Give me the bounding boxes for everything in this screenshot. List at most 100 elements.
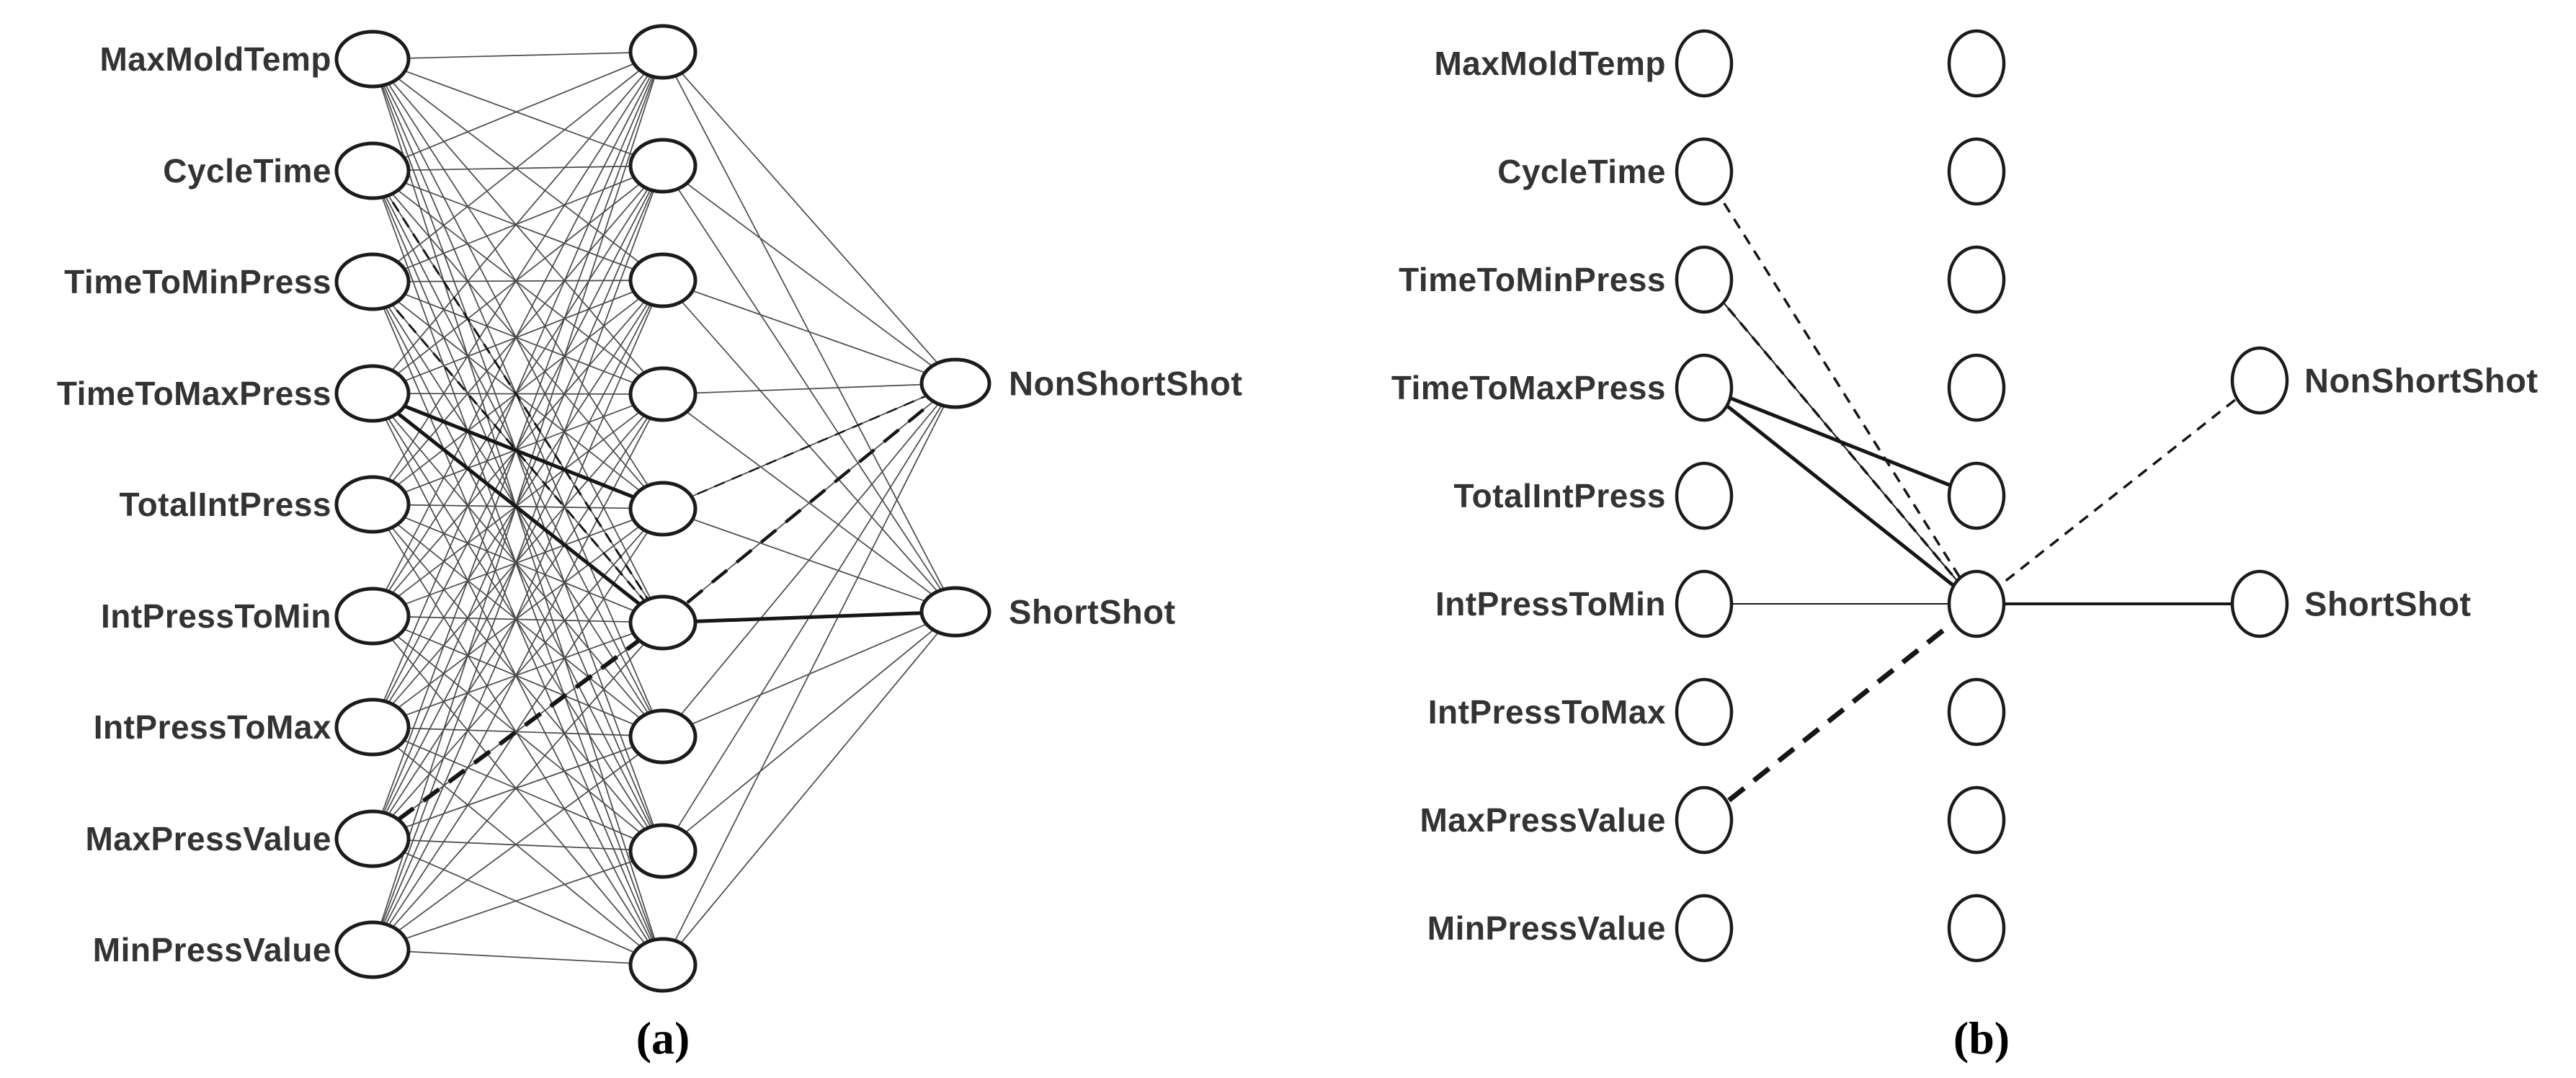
input-label: MaxMoldTemp: [99, 40, 331, 78]
input-label: MinPressValue: [1427, 909, 1666, 947]
input-node: [334, 809, 411, 868]
input-label: IntPressToMin: [101, 597, 331, 635]
mesh-edge: [662, 383, 956, 737]
pruned-edge: [1975, 379, 2261, 605]
input-node: [1675, 677, 1734, 747]
input-node: [334, 30, 411, 89]
mesh-edge: [372, 51, 664, 505]
hidden-node: [628, 24, 698, 80]
mesh-edge: [372, 393, 664, 737]
output-label: ShortShot: [1009, 592, 1176, 631]
hidden-node: [628, 937, 698, 993]
hidden-node: [628, 138, 698, 194]
hidden-node: [1947, 461, 2006, 530]
mesh-edge: [372, 51, 664, 617]
input-node: [334, 920, 411, 979]
mesh-edge: [372, 615, 664, 852]
mesh-edge: [372, 393, 664, 617]
input-node: [1675, 569, 1734, 638]
output-label: NonShortShot: [2304, 361, 2539, 399]
hidden-node: [1947, 677, 2006, 747]
output-node: [2230, 569, 2289, 638]
mesh-edge: [372, 51, 664, 950]
mesh-edge: [372, 508, 664, 839]
panel-caption: (b): [1953, 1012, 2010, 1064]
mesh-edge: [372, 51, 664, 728]
mesh-edge: [372, 58, 664, 395]
input-label: IntPressToMin: [1435, 585, 1666, 623]
pruned-edge: [1703, 171, 1978, 605]
mesh-edge: [372, 165, 664, 172]
input-label: MinPressValue: [93, 931, 331, 968]
mesh-edge: [372, 726, 664, 737]
mesh-edge: [372, 838, 664, 966]
emphasized-edge: [371, 392, 664, 624]
input-node: [1675, 245, 1734, 314]
hidden-node: [628, 594, 698, 651]
mesh-edge: [372, 622, 664, 728]
mesh-edge: [372, 58, 664, 623]
input-label: IntPressToMax: [1428, 693, 1666, 731]
hidden-node: [628, 823, 698, 879]
hidden-node: [1947, 894, 2006, 963]
output-node: [919, 357, 991, 409]
input-node: [334, 364, 411, 423]
output-node: [919, 586, 991, 638]
hidden-node: [1947, 569, 2006, 638]
mesh-edge: [372, 170, 664, 966]
mesh-edge: [372, 170, 664, 395]
output-label: ShortShot: [2304, 584, 2472, 623]
hidden-node: [1947, 353, 2006, 422]
mesh-edge: [662, 383, 956, 623]
emphasized-edge: [372, 391, 664, 511]
mesh-edge: [372, 615, 664, 966]
mesh-edge: [372, 51, 664, 839]
input-label: TimeToMinPress: [1399, 261, 1666, 298]
input-node: [334, 698, 411, 757]
input-label: MaxPressValue: [85, 820, 331, 858]
mesh-edge: [372, 504, 664, 737]
mesh-edge: [372, 508, 664, 950]
hidden-node: [1947, 29, 2006, 98]
mesh-edge: [372, 165, 664, 950]
mesh-edge: [372, 165, 664, 282]
mesh-edge: [372, 393, 664, 852]
mesh-edge: [662, 611, 956, 966]
mesh-edge: [372, 51, 664, 282]
mesh-edge: [372, 850, 664, 950]
mesh-edge: [372, 170, 664, 509]
mesh-edge: [372, 615, 664, 623]
mesh-edge: [372, 51, 664, 394]
mesh-edge: [372, 508, 664, 728]
input-label: CycleTime: [163, 152, 331, 190]
mesh-edge: [372, 281, 664, 852]
mesh-edge: [662, 165, 956, 384]
input-node: [334, 475, 411, 534]
mesh-edge: [662, 611, 956, 852]
input-node: [1675, 785, 1734, 855]
output-node: [2230, 346, 2289, 415]
mesh-edge: [372, 622, 664, 950]
mesh-edge: [662, 383, 956, 966]
hidden-node: [628, 708, 698, 765]
pruned-edge: [1702, 602, 1979, 822]
input-label: TotalIntPress: [120, 486, 332, 523]
mesh-edge: [372, 51, 664, 172]
mesh-edge: [372, 280, 664, 282]
mesh-edge: [372, 280, 664, 505]
hidden-node: [1947, 245, 2006, 314]
emphasized-edge: [662, 610, 956, 625]
mesh-edge: [662, 51, 956, 384]
panel-caption: (a): [636, 1012, 690, 1064]
mesh-edge: [372, 51, 664, 60]
mesh-edge: [662, 280, 956, 384]
mesh-edge: [372, 838, 664, 852]
input-label: IntPressToMax: [94, 708, 331, 746]
input-node: [1675, 894, 1734, 963]
input-label: TotalIntPress: [1454, 477, 1667, 514]
mesh-edge: [372, 281, 664, 395]
mesh-edge: [372, 949, 664, 966]
output-label: NonShortShot: [1009, 364, 1243, 402]
